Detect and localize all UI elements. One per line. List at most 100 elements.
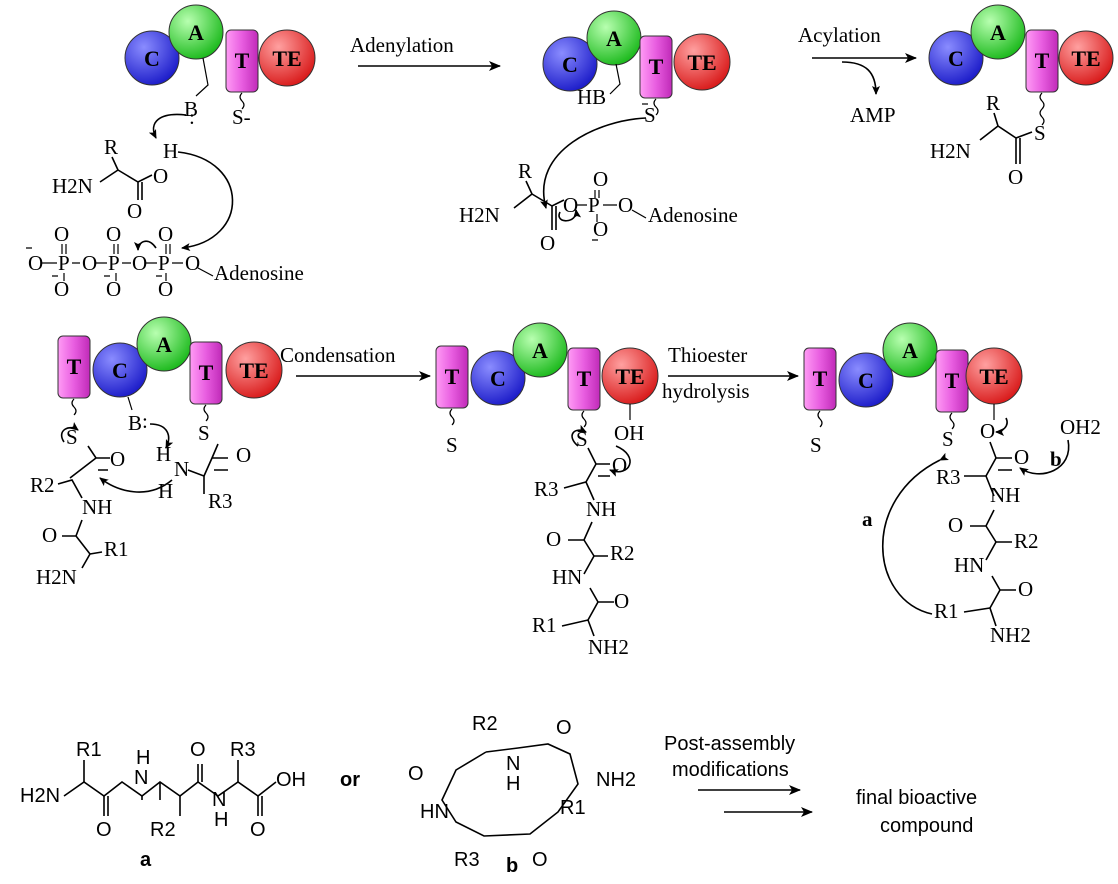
svg-text:R3: R3 bbox=[208, 489, 233, 513]
svg-text:O: O bbox=[110, 447, 125, 471]
svg-text:R1: R1 bbox=[104, 537, 129, 561]
label-linear-a: a bbox=[140, 849, 152, 871]
svg-text:C: C bbox=[858, 368, 874, 393]
svg-text:O: O bbox=[540, 231, 555, 255]
svg-text:TE: TE bbox=[979, 364, 1008, 389]
svg-text:O: O bbox=[185, 251, 200, 275]
product-linear-a: H2N R1 O N H R2 O N H R3 O OH a bbox=[20, 739, 306, 871]
module-condensation-middle: T C A T TE S S OH O R3 NH O R2 HN O R1 N… bbox=[435, 322, 659, 659]
svg-text:H: H bbox=[156, 442, 171, 466]
domain-t bbox=[189, 341, 223, 405]
svg-text:A: A bbox=[990, 20, 1006, 45]
svg-text:O: O bbox=[612, 453, 627, 477]
svg-text:O: O bbox=[948, 513, 963, 537]
svg-text:R3: R3 bbox=[230, 739, 256, 761]
svg-text:R: R bbox=[986, 91, 1000, 115]
svg-text:O: O bbox=[593, 217, 608, 241]
svg-text:O: O bbox=[593, 167, 608, 191]
domain-te bbox=[258, 29, 316, 87]
svg-text:T: T bbox=[813, 366, 828, 391]
svg-text:C: C bbox=[490, 366, 506, 391]
svg-text:R1: R1 bbox=[934, 599, 959, 623]
label-cyclic-b: b bbox=[506, 855, 518, 877]
adenosine-2: Adenosine bbox=[648, 203, 738, 227]
svg-text:O: O bbox=[132, 251, 147, 275]
domain-t bbox=[1025, 29, 1059, 93]
svg-text:P: P bbox=[588, 193, 600, 217]
domain-t-upstream bbox=[435, 345, 469, 409]
atp-phosphates: O O O O P O P O P O O O O Adenosine bbox=[26, 222, 304, 301]
svg-text:R: R bbox=[518, 159, 532, 183]
svg-text:R2: R2 bbox=[150, 819, 176, 841]
svg-text:R3: R3 bbox=[454, 849, 480, 871]
svg-text:R1: R1 bbox=[560, 797, 586, 819]
squiggle bbox=[239, 92, 245, 110]
svg-text:S: S bbox=[66, 425, 78, 449]
final-compound-line1: final bioactive bbox=[856, 787, 977, 809]
svg-text:O: O bbox=[106, 277, 121, 301]
svg-text:S: S bbox=[1034, 121, 1046, 145]
svg-text:C: C bbox=[562, 52, 578, 77]
svg-text:OH2: OH2 bbox=[1060, 415, 1101, 439]
svg-text::: : bbox=[142, 409, 148, 433]
svg-text:S: S bbox=[576, 427, 588, 451]
amine: H2N bbox=[52, 174, 93, 198]
svg-text:R2: R2 bbox=[30, 473, 55, 497]
svg-text:B: B bbox=[128, 411, 142, 435]
svg-text:NH2: NH2 bbox=[588, 635, 629, 659]
svg-text:R3: R3 bbox=[936, 465, 961, 489]
svg-text:O: O bbox=[158, 277, 173, 301]
svg-text:A: A bbox=[532, 338, 548, 363]
svg-text:NH: NH bbox=[990, 483, 1020, 507]
svg-text:T: T bbox=[445, 364, 460, 389]
svg-text:N: N bbox=[134, 767, 148, 789]
svg-text:O: O bbox=[250, 819, 266, 841]
svg-text:S: S bbox=[198, 421, 210, 445]
svg-text:N: N bbox=[506, 753, 520, 775]
svg-text:O: O bbox=[532, 849, 548, 871]
svg-text:OH: OH bbox=[614, 421, 644, 445]
step-post-assembly: Post-assembly bbox=[664, 733, 795, 755]
svg-text:a: a bbox=[862, 507, 873, 531]
r-group: R bbox=[104, 135, 118, 159]
svg-text:O: O bbox=[1008, 165, 1023, 189]
step-acylation: Acylation bbox=[798, 23, 881, 47]
svg-text:R2: R2 bbox=[610, 541, 635, 565]
amine-3: H2N bbox=[930, 139, 971, 163]
svg-text:NH2: NH2 bbox=[990, 623, 1031, 647]
amp-release-arrow bbox=[841, 61, 880, 95]
domain-te bbox=[225, 341, 283, 399]
domain-c bbox=[92, 342, 148, 398]
svg-text:T: T bbox=[649, 54, 664, 79]
domain-c bbox=[470, 350, 526, 406]
svg-text:O: O bbox=[106, 222, 121, 246]
step-thioester: Thioester bbox=[668, 343, 747, 367]
adenosine-1: Adenosine bbox=[214, 261, 304, 285]
base-b: B bbox=[184, 97, 198, 121]
svg-text:T: T bbox=[67, 354, 82, 379]
domain-t bbox=[567, 347, 601, 411]
svg-text:A: A bbox=[902, 338, 918, 363]
svg-text:O: O bbox=[408, 763, 424, 785]
svg-text:S: S bbox=[942, 427, 954, 451]
thiolate-2: S bbox=[644, 103, 656, 127]
module-top-right: C A T TE S R H2N O bbox=[928, 4, 1114, 189]
svg-text:O: O bbox=[54, 222, 69, 246]
svg-text:R1: R1 bbox=[532, 613, 557, 637]
or-label: or bbox=[340, 769, 360, 791]
step-condensation: Condensation bbox=[280, 343, 396, 367]
svg-text:TE: TE bbox=[239, 358, 268, 383]
product-cyclic-b: R2 N H O NH2 O HN R1 R3 O b bbox=[408, 713, 636, 877]
final-compound-line2: compound bbox=[880, 815, 973, 837]
svg-text:H2N: H2N bbox=[36, 565, 77, 589]
svg-text:A: A bbox=[606, 26, 622, 51]
svg-text:O: O bbox=[236, 443, 251, 467]
proton-h: H bbox=[163, 139, 178, 163]
svg-text:R2: R2 bbox=[472, 713, 498, 735]
svg-text:H: H bbox=[158, 479, 173, 503]
step-adenylation: Adenylation bbox=[350, 33, 454, 57]
svg-text:H2N: H2N bbox=[20, 785, 60, 807]
domain-t bbox=[639, 35, 673, 99]
carboxyl-o: O bbox=[153, 164, 168, 188]
svg-text:O: O bbox=[42, 523, 57, 547]
